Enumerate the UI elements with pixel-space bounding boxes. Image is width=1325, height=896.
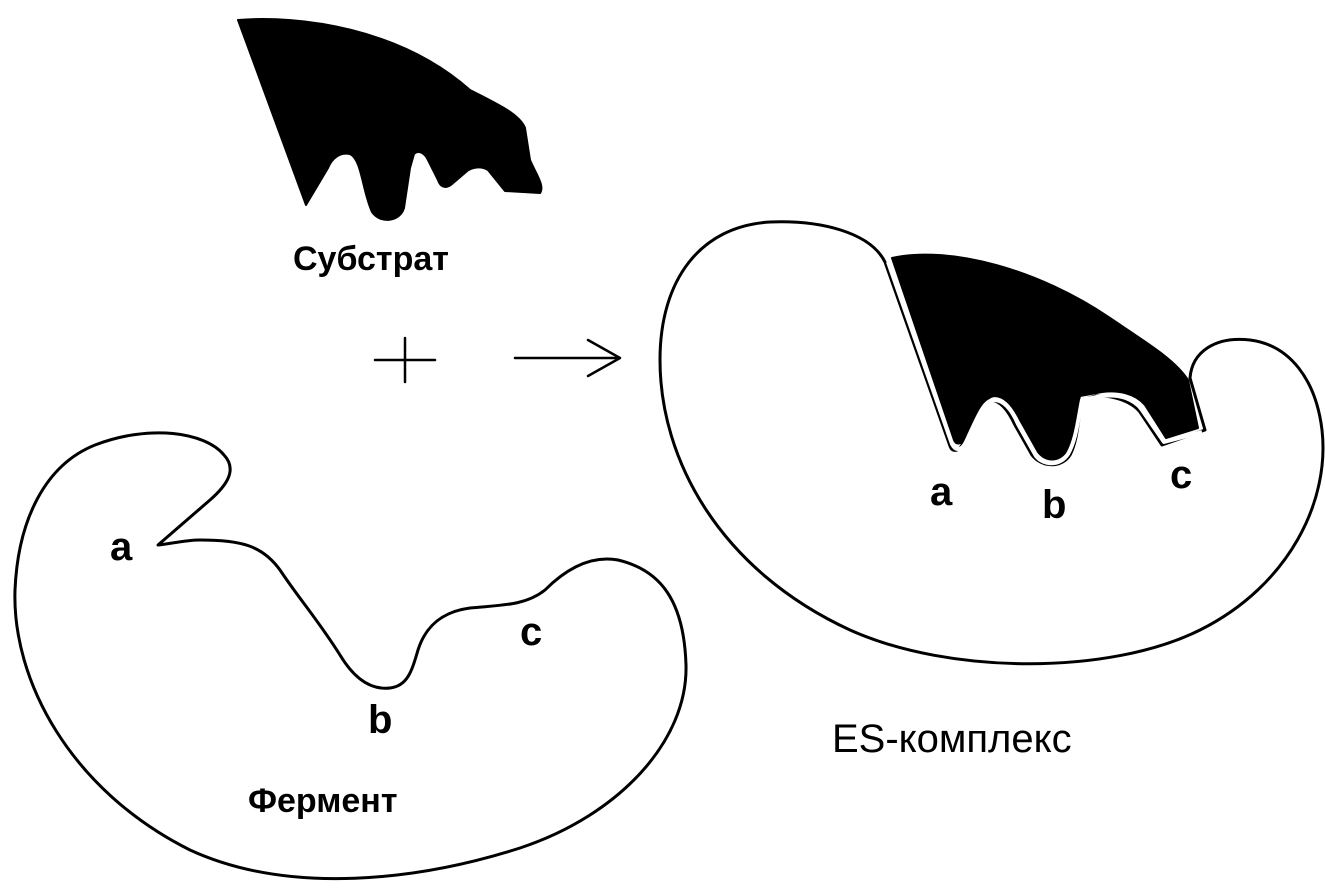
complex-site-b: b: [1042, 483, 1066, 527]
enzyme-site-a: a: [110, 525, 133, 569]
substrate-label: Субстрат: [293, 240, 449, 278]
complex-label: ES-комплекс: [832, 717, 1072, 761]
plus-icon: [375, 338, 435, 382]
substrate-shape: [238, 19, 541, 220]
reaction-arrow-icon: [515, 340, 620, 376]
complex-site-a: a: [930, 470, 953, 514]
complex-site-c: c: [1170, 453, 1192, 497]
enzyme-site-b: b: [368, 698, 392, 742]
enzyme-site-c: c: [520, 610, 542, 654]
enzyme-label: Фермент: [248, 782, 398, 820]
